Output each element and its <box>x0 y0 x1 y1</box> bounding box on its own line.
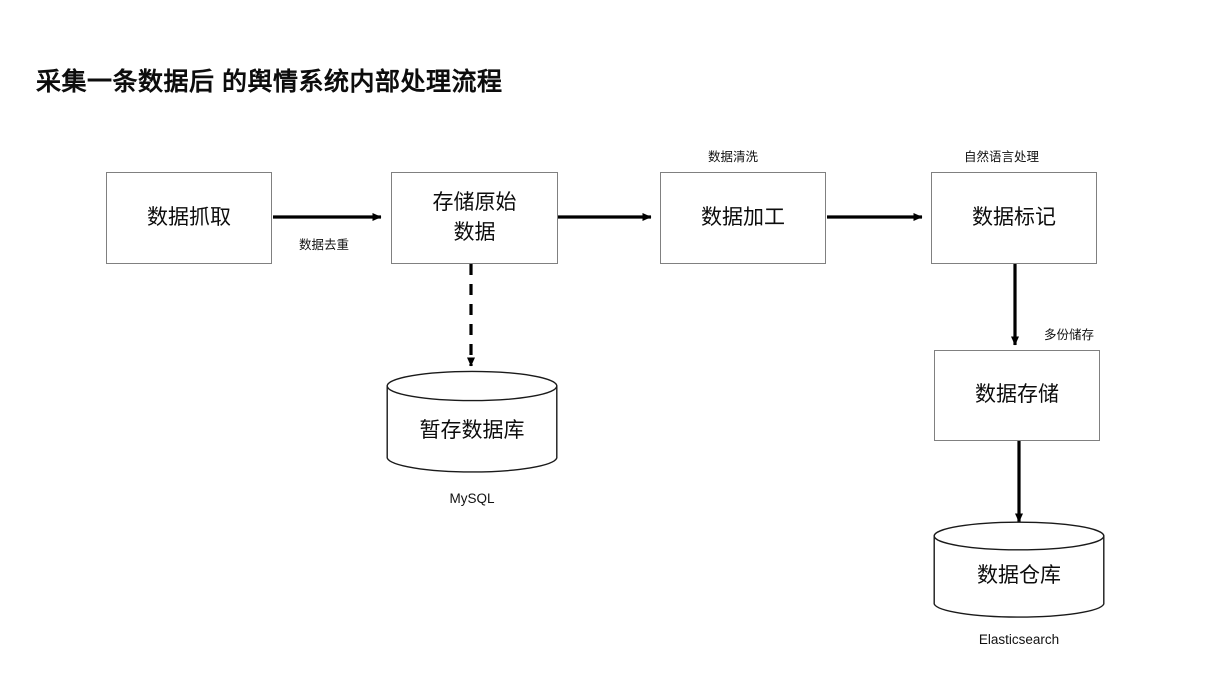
node-storage-label: 数据存储 <box>975 383 1059 407</box>
node-warehouse-label: 数据仓库 <box>977 564 1061 587</box>
cylinder-shape-tmp-db <box>386 370 558 473</box>
edge-label-multicopy: 多份储存 <box>1044 328 1095 342</box>
node-store-raw-label-line1: 存储原始 <box>432 190 517 214</box>
node-store-raw-label-line2: 数据 <box>453 221 496 244</box>
caption-elasticsearch: Elasticsearch <box>978 632 1060 647</box>
page-title: 采集一条数据后 的舆情系统内部处理流程 <box>36 68 503 96</box>
node-crawl-label: 数据抓取 <box>147 205 231 229</box>
node-tmp-db-label: 暂存数据库 <box>419 419 525 442</box>
node-top-label-clean: 数据清洗 <box>708 150 759 164</box>
node-process[interactable]: 数据加工 <box>660 172 826 264</box>
node-tag[interactable]: 数据标记 <box>931 172 1097 264</box>
edge-label-dedup: 数据去重 <box>299 238 350 252</box>
node-process-label: 数据加工 <box>701 205 785 229</box>
node-tmp-db[interactable]: 暂存数据库 <box>386 370 558 474</box>
node-warehouse[interactable]: 数据仓库 <box>933 521 1105 619</box>
node-top-label-nlp: 自然语言处理 <box>964 150 1040 164</box>
node-crawl[interactable]: 数据抓取 <box>106 172 272 264</box>
cylinder-shape-warehouse <box>933 521 1105 618</box>
node-tag-label: 数据标记 <box>972 205 1056 229</box>
node-store-raw[interactable]: 存储原始 数据 <box>391 172 558 264</box>
node-storage[interactable]: 数据存储 <box>934 350 1100 441</box>
caption-mysql: MySQL <box>449 491 495 506</box>
